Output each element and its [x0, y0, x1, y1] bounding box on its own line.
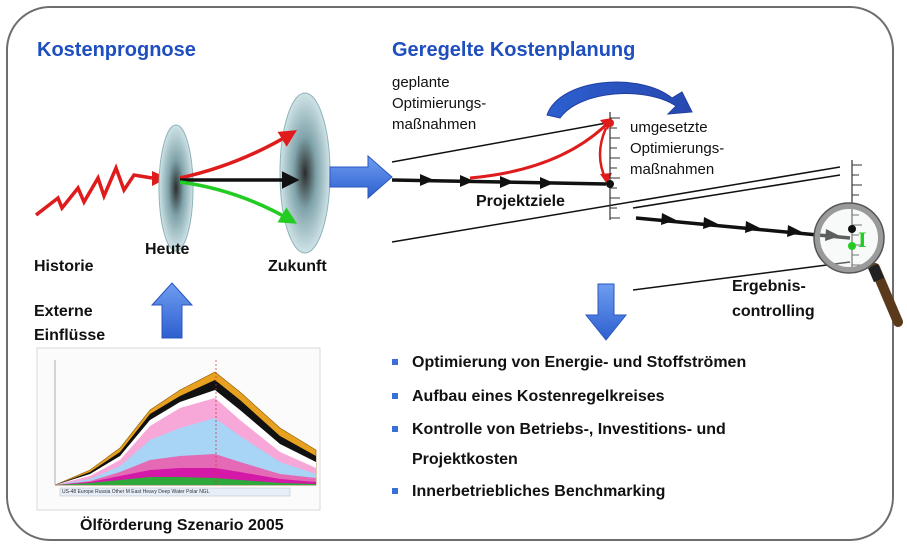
blue-curved-arrow	[546, 81, 693, 119]
label-future: Zukunft	[268, 258, 327, 275]
lens-today	[158, 124, 194, 252]
label-result-2: controlling	[732, 303, 815, 320]
arrow-green-down	[179, 180, 298, 224]
funnel-line-top	[391, 121, 613, 163]
oil-chart-legend: US-48 Europe Russia Other M East Heavy D…	[62, 489, 210, 495]
bullet-square-icon	[392, 393, 398, 399]
title-cost-forecast: Kostenprognose	[37, 39, 196, 61]
funnel-line-bottom	[391, 166, 841, 243]
label-planned-1: geplante	[392, 74, 450, 91]
magnifier-label: I	[858, 227, 867, 252]
label-history: Historie	[34, 258, 94, 275]
label-external-2: Einflüsse	[34, 327, 106, 344]
lens-future	[279, 92, 331, 254]
label-planned-2: Optimierungs-	[392, 95, 487, 112]
label-result-1: Ergebnis-	[732, 278, 806, 295]
title-controlled-planning: Geregelte Kostenplanung	[392, 39, 636, 61]
bullet-square-icon	[392, 488, 398, 494]
blue-right-arrow	[329, 154, 393, 200]
arrow-red-up	[179, 130, 297, 180]
scale-gauge-1	[606, 112, 620, 220]
funnel-line-upper-right	[632, 174, 841, 209]
label-external-1: Externe	[34, 303, 93, 320]
label-implemented-2: Optimierungs-	[630, 140, 725, 157]
red-arc	[598, 127, 608, 181]
funnel-line-lower-right	[632, 261, 851, 291]
caption-oil-scenario: Ölförderung Szenario 2005	[80, 517, 284, 534]
label-project-goals: Projektziele	[476, 193, 565, 210]
oil-production-chart	[36, 347, 321, 511]
label-today: Heute	[145, 241, 190, 258]
label-planned-3: maßnahmen	[392, 116, 477, 133]
blue-up-arrow	[150, 282, 194, 339]
bullet-square-icon	[392, 359, 398, 365]
label-implemented-1: umgesetzte	[630, 119, 708, 136]
history-zigzag	[34, 163, 153, 217]
bullet-square-icon	[392, 426, 398, 432]
magnifier-icon	[813, 202, 903, 327]
red-planned-curve	[469, 121, 610, 180]
blue-down-arrow	[584, 283, 628, 341]
label-implemented-3: maßnahmen	[630, 161, 715, 178]
